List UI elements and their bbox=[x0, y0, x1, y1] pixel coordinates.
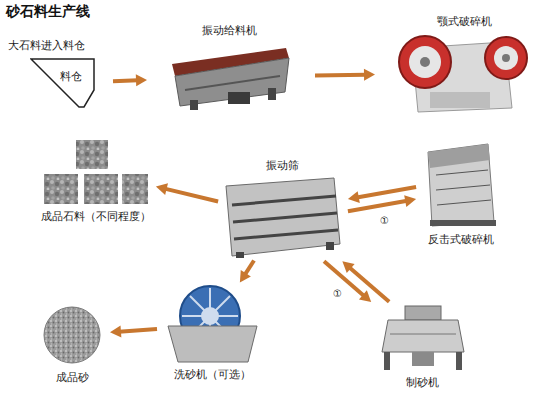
sand-maker-drawing bbox=[382, 306, 464, 370]
arrow-head bbox=[136, 74, 147, 86]
arrow-shaft bbox=[349, 267, 389, 302]
arrow-head bbox=[404, 195, 416, 207]
machine-label: 振动给料机 bbox=[202, 24, 257, 37]
sand-maker-node: 制砂机 bbox=[375, 305, 470, 372]
callout-number: ① bbox=[332, 288, 343, 300]
impact-crusher-drawing bbox=[428, 144, 496, 226]
screen-node: 振动筛 bbox=[222, 176, 342, 258]
diagram-title: 砂石料生产线 bbox=[6, 3, 90, 20]
sand-node: 成品砂 bbox=[42, 305, 102, 365]
arrow-head bbox=[110, 326, 121, 338]
arrow-shaft bbox=[245, 261, 254, 275]
arrow-shaft bbox=[324, 261, 364, 296]
flow-arrow bbox=[348, 195, 416, 211]
bin-label: 料仓 bbox=[60, 70, 82, 83]
flow-arrow bbox=[156, 183, 218, 201]
washer-drawing bbox=[168, 286, 257, 362]
flow-arrow bbox=[110, 326, 157, 338]
machine-label: 成品砂 bbox=[56, 371, 89, 384]
arrow-shaft bbox=[357, 187, 416, 198]
arrow-shaft bbox=[348, 201, 407, 212]
arrow-head bbox=[359, 290, 371, 302]
feeder-drawing bbox=[172, 48, 289, 110]
callout-number: ① bbox=[379, 215, 390, 227]
bin-node: 大石料进入料仓料仓 bbox=[30, 58, 95, 108]
bin-outline bbox=[30, 58, 95, 108]
arrow-head bbox=[364, 69, 375, 81]
machine-label: 颚式破碎机 bbox=[437, 15, 492, 28]
flow-arrow bbox=[315, 69, 375, 81]
washer-node: 洗砂机（可选） bbox=[165, 285, 260, 365]
arrow-shaft bbox=[119, 329, 157, 332]
machine-label: 振动筛 bbox=[266, 159, 299, 172]
arrow-head bbox=[240, 270, 251, 282]
flow-arrow bbox=[113, 74, 147, 86]
machine-label: 反击式破碎机 bbox=[428, 233, 494, 246]
impact-crusher-node: 反击式破碎机 bbox=[422, 142, 500, 228]
feeder-node: 振动给料机 bbox=[165, 42, 293, 112]
arrow-shaft bbox=[315, 73, 366, 78]
jaw-crusher-drawing bbox=[399, 36, 527, 112]
screen-drawing bbox=[226, 178, 340, 258]
arrow-head bbox=[156, 183, 168, 195]
arrow-head bbox=[348, 191, 360, 203]
flow-arrow bbox=[240, 261, 254, 283]
bin-outline-shape bbox=[31, 59, 94, 107]
jaw-crusher-node: 颚式破碎机 bbox=[397, 32, 532, 114]
machine-label: 制砂机 bbox=[406, 376, 439, 389]
machine-label: 大石料进入料仓 bbox=[8, 39, 85, 52]
machine-label: 洗砂机（可选） bbox=[174, 368, 251, 381]
arrow-head bbox=[342, 261, 354, 273]
stone-node: 成品石料（不同程度） bbox=[40, 138, 152, 206]
flow-arrow bbox=[342, 261, 389, 301]
sand-sample bbox=[44, 307, 100, 363]
stone-samples bbox=[44, 140, 148, 204]
arrow-shaft bbox=[165, 189, 218, 202]
arrow-shaft bbox=[113, 78, 138, 83]
machine-label: 成品石料（不同程度） bbox=[41, 210, 151, 223]
